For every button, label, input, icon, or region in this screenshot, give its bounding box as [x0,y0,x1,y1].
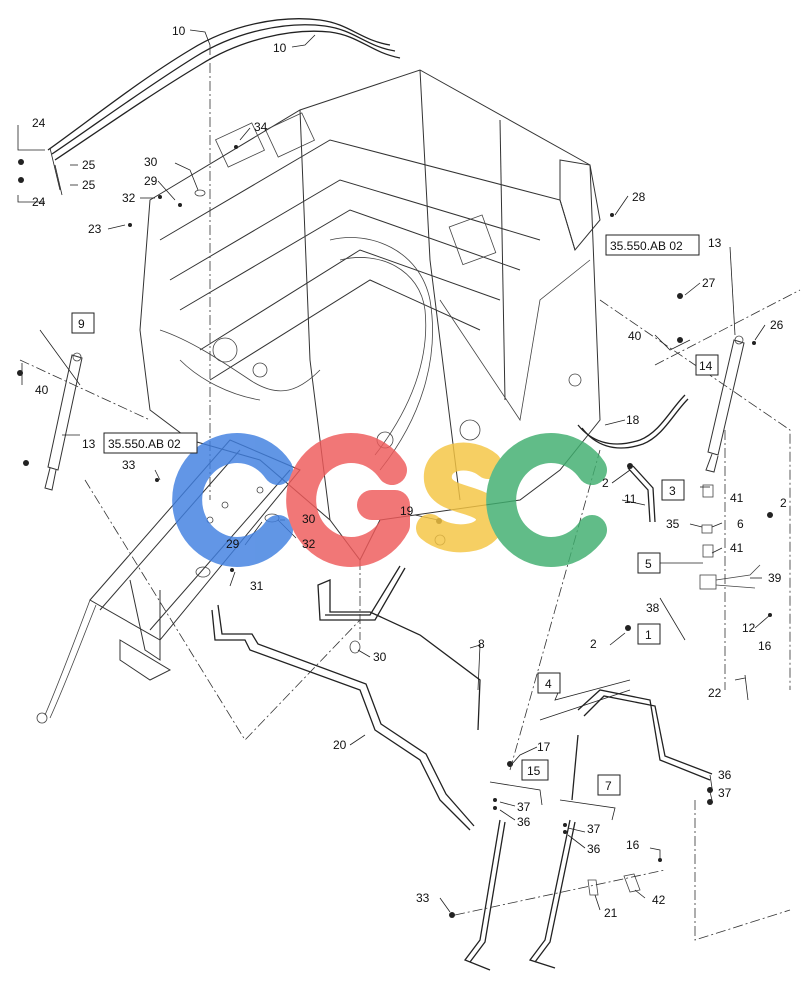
ref-left-label: 35.550.AB 02 [108,437,181,451]
callout-30: 30 [373,650,387,664]
cgsc-watermark-logo [172,433,607,567]
callout-13: 13 [82,437,96,451]
tube-20 [211,604,475,831]
callout-30: 30 [144,155,158,169]
callout-numbers: 10 10 24 24 25 25 34 30 29 32 23 28 13 2… [32,24,787,920]
box-item-1: 1 [645,628,652,642]
callout-36: 36 [718,768,732,782]
callout-41: 41 [730,491,744,505]
callout-41: 41 [730,541,744,555]
callout-24: 24 [32,195,46,209]
callout-36: 36 [587,842,601,856]
callout-2: 2 [780,496,787,510]
tube-4 [577,689,713,781]
callout-40: 40 [35,383,49,397]
callout-18: 18 [626,413,640,427]
callout-8: 8 [478,637,485,651]
callout-38: 38 [646,601,660,615]
ref-box-right [605,234,700,256]
cylinder-right-13 [705,335,745,473]
callout-13: 13 [708,236,722,250]
box-item-15: 15 [527,764,541,778]
ref-right-label: 35.550.AB 02 [610,239,683,253]
callout-2: 2 [590,637,597,651]
callout-2: 2 [602,476,609,490]
callout-26: 26 [770,318,784,332]
callout-19: 19 [400,504,414,518]
callout-37: 37 [517,800,531,814]
callout-16: 16 [626,838,640,852]
tube-8 [317,565,481,731]
box-item-9: 9 [78,317,85,331]
tube-15 [463,819,506,971]
callout-12: 12 [742,621,756,635]
ref-box-left [103,432,198,454]
callout-42: 42 [652,893,666,907]
callout-27: 27 [702,276,716,290]
callout-37: 37 [587,822,601,836]
box-item-14: 14 [699,359,713,373]
callout-17: 17 [537,740,551,754]
callout-30: 30 [302,512,316,526]
callout-29: 29 [144,174,158,188]
callout-34: 34 [254,120,268,134]
callout-16: 16 [758,639,772,653]
boxed-item-numbers: 9 14 3 5 1 4 15 7 [71,312,719,796]
valve-stack [625,463,773,631]
callout-6: 6 [737,517,744,531]
callout-23: 23 [88,222,102,236]
callout-33: 33 [416,891,430,905]
callout-22: 22 [708,686,722,700]
tube-11 [627,465,656,523]
callout-11: 11 [624,492,637,506]
callout-35: 35 [666,517,680,531]
box-item-7: 7 [605,779,612,793]
box-item-4: 4 [545,677,552,691]
tube-7 [528,734,579,969]
box-item-3: 3 [669,484,676,498]
callout-32: 32 [302,537,316,551]
callout-25: 25 [82,158,96,172]
callout-33: 33 [122,458,136,472]
reference-boxes: 35.550.AB 02 35.550.AB 02 [103,234,700,454]
callout-25: 25 [82,178,96,192]
callout-36: 36 [517,815,531,829]
callout-24: 24 [32,116,46,130]
callout-29: 29 [226,537,240,551]
callout-10: 10 [172,24,186,38]
callout-32: 32 [122,191,136,205]
hardware-parts [17,145,772,918]
baler-main-frame [139,69,601,561]
callout-40: 40 [628,329,642,343]
callout-37: 37 [718,786,732,800]
callout-10: 10 [273,41,287,55]
callout-21: 21 [604,906,618,920]
hose-18 [577,394,689,449]
cylinder-left-13 [44,352,83,491]
callout-31: 31 [250,579,264,593]
callout-28: 28 [632,190,646,204]
callout-20: 20 [333,738,347,752]
hose-assembly-10 [47,18,401,161]
box-item-5: 5 [645,557,652,571]
callout-39: 39 [768,571,782,585]
